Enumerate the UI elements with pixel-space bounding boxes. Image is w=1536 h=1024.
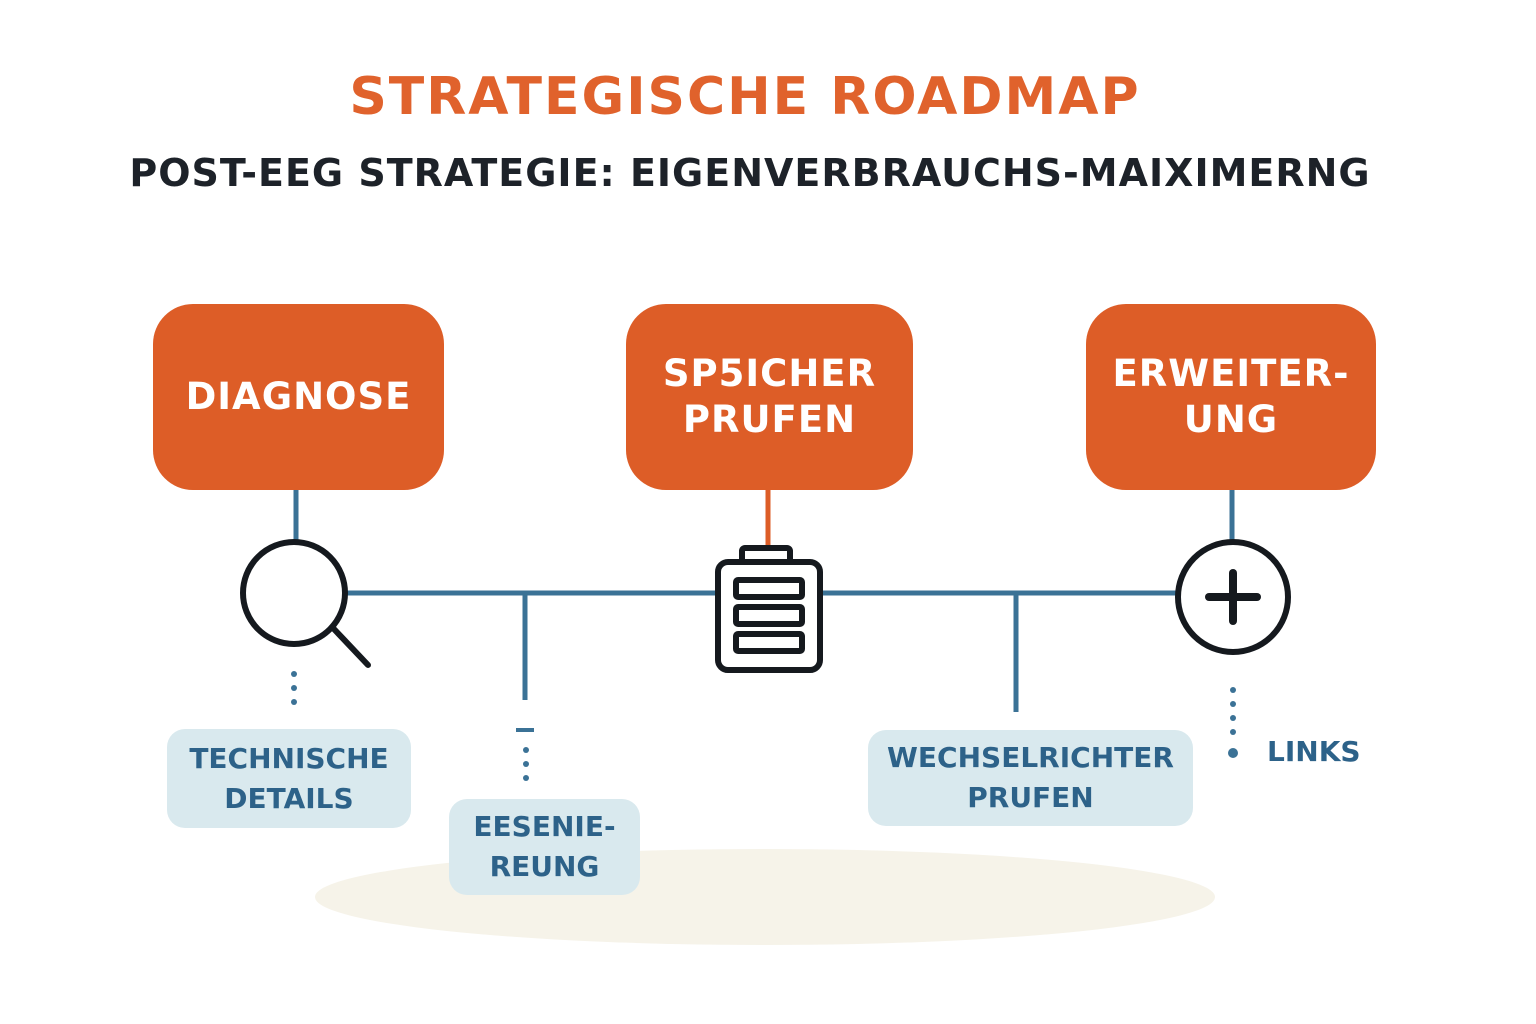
plus-circle-icon xyxy=(1175,539,1291,655)
note-eesenie-reung: EESENIE- REUNG xyxy=(449,799,640,895)
magnifier-icon xyxy=(240,539,371,668)
dotted-leader-technische xyxy=(291,671,297,705)
stage-speicher-pruefen: SP5ICHER PRUFEN xyxy=(626,304,913,490)
note-wechselrichter-pruefen: WECHSELRICHTER PRUFEN xyxy=(868,730,1193,826)
note-technische-details: TECHNISCHE DETAILS xyxy=(167,729,411,828)
stage-erweiterung: ERWEITER- UNG xyxy=(1086,304,1376,490)
page-title: STRATEGISCHE ROADMAP xyxy=(349,67,1141,127)
battery-icon xyxy=(715,545,823,673)
dotted-leader-eesenie xyxy=(516,728,534,781)
page-subtitle: POST-EEG STRATEGIE: EIGENVERBRAUCHS-MAIX… xyxy=(129,151,1371,195)
dotted-leader-links xyxy=(1228,687,1238,758)
stage-diagnose: DIAGNOSE xyxy=(153,304,444,490)
note-links: LINKS xyxy=(1267,735,1361,768)
